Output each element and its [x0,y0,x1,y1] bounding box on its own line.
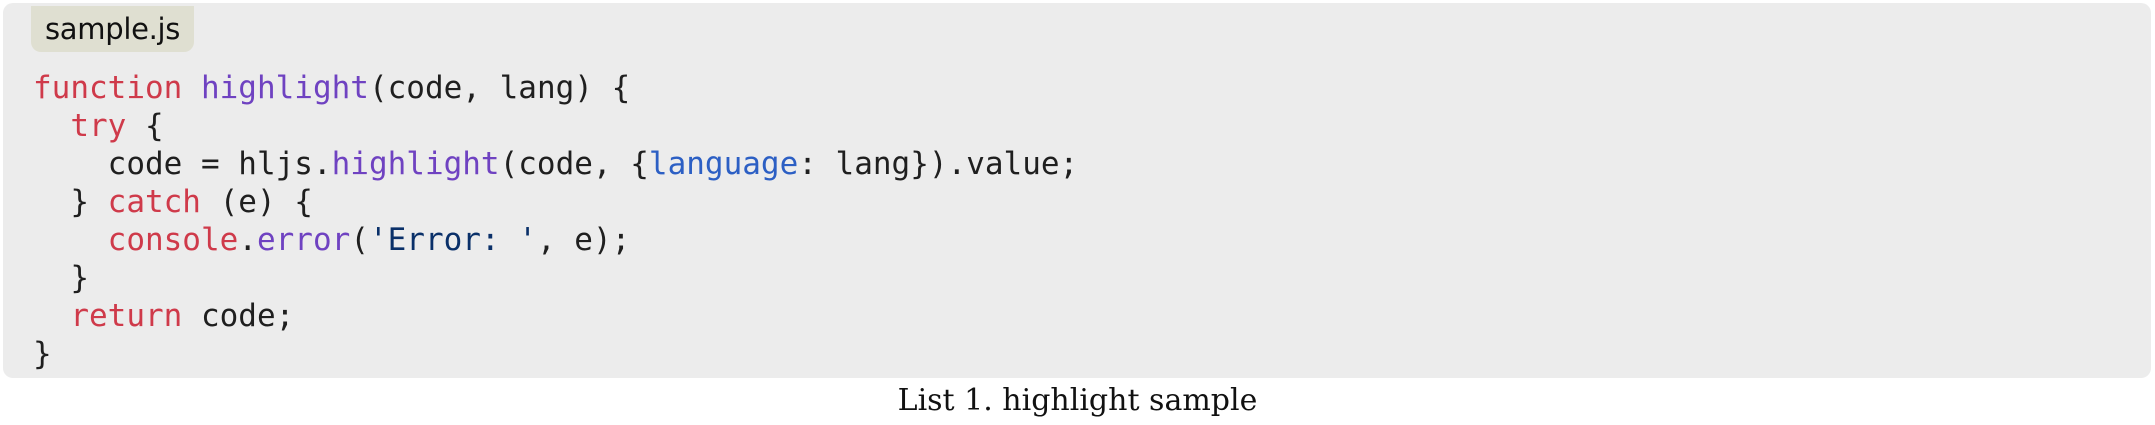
code-token-keyword: catch [107,184,201,220]
code-token-plain [33,298,70,334]
code-token-plain: code = hljs. [33,146,332,182]
code-line: console.error('Error: ', e); [33,221,1078,259]
code-line: } [33,259,1078,297]
code-token-plain: , e); [536,222,631,258]
code-token-plain: : lang}).value; [798,146,1079,182]
code-line: function highlight(code, lang) { [33,69,1078,107]
code-token-plain [182,70,201,106]
code-token-plain [33,222,108,258]
code-token-property: language [648,146,799,182]
code-token-plain: (e) { [200,184,313,220]
code-token-keyword: return [70,298,183,334]
code-token-keyword: try [70,108,127,144]
code-token-plain [33,108,70,144]
code-token-function: highlight [200,70,369,106]
code-token-string: 'Error: ' [368,222,537,258]
code-token-function: highlight [331,146,500,182]
code-token-plain: { [126,108,164,144]
code-line: code = hljs.highlight(code, {language: l… [33,145,1079,183]
listing-caption: List 1. highlight sample [897,383,1258,418]
code-line: } [33,335,1078,373]
code-listing[interactable]: function highlight(code, lang) { try { c… [33,69,1078,373]
code-token-keyword: function [33,70,183,106]
code-token-plain: } [33,336,52,372]
code-token-plain: code; [182,298,295,334]
code-token-plain: . [238,222,257,258]
code-line: } catch (e) { [33,183,1078,221]
filename-tab: sample.js [31,6,195,52]
code-token-plain: (code, { [499,146,649,182]
code-line: return code; [33,297,1078,335]
code-line: try { [33,107,1078,145]
code-token-function: error [256,222,351,258]
code-token-plain: (code, lang) { [368,70,631,106]
code-token-plain: ( [350,222,369,258]
code-block: sample.js function highlight(code, lang)… [3,3,2151,378]
code-token-plain: } [33,260,89,296]
code-token-plain: } [33,184,108,220]
code-token-keyword: console [107,222,239,258]
